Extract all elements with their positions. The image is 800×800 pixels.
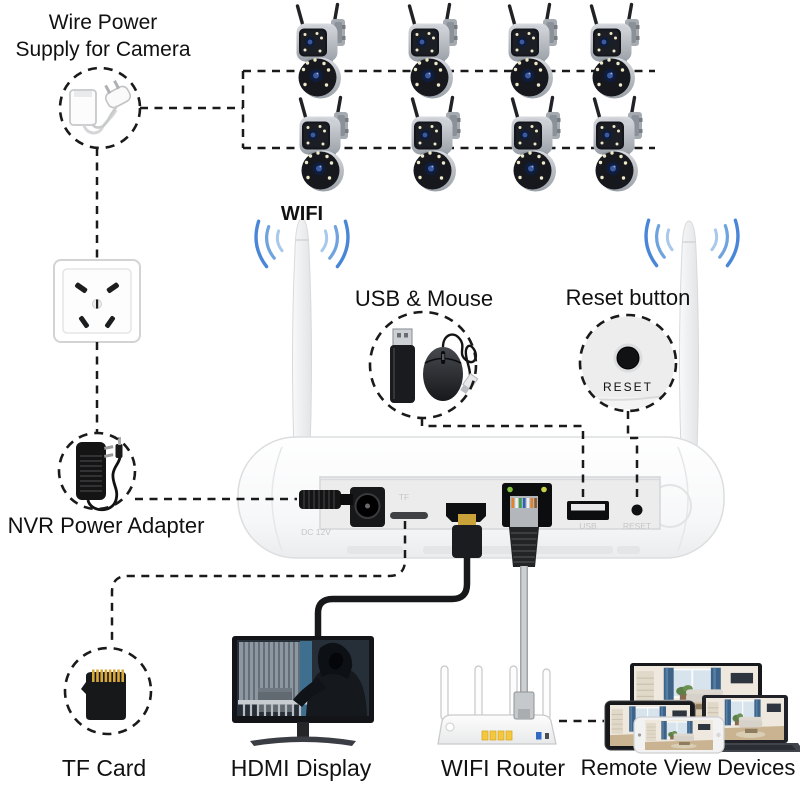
nvr-antenna-right [679, 220, 699, 453]
wire-power-callout-circle [58, 66, 142, 150]
nvr-power-adapter-label: NVR Power Adapter [8, 513, 205, 538]
lan-port [502, 483, 552, 527]
hdmi-display-label: HDMI Display [231, 755, 372, 781]
tf-card-slot [390, 512, 428, 519]
reset-hole [631, 504, 643, 516]
connector-reset-to-hole [626, 411, 639, 502]
security-camera [409, 95, 463, 194]
security-camera [588, 2, 642, 101]
security-camera [294, 2, 348, 101]
usb-stick [392, 328, 413, 347]
mouse-usb-connector [460, 372, 479, 394]
hdmi-monitor [232, 636, 374, 746]
dc-power-plug [299, 490, 353, 509]
security-camera [406, 2, 460, 101]
usb-and-mouse [390, 328, 479, 403]
nvr-power-callout-circle [57, 431, 137, 511]
usb-port [567, 501, 609, 520]
hdmi-cable [314, 556, 471, 640]
usb-port-label: USB [579, 521, 597, 531]
dc-port-label: DC 12V [301, 527, 331, 537]
reset-port-label: RESET [623, 521, 651, 531]
tf-port-label: TF [399, 492, 409, 502]
camera-group-connector [140, 69, 655, 150]
wifi-label: WIFI [281, 203, 323, 225]
connector-tf-slot-to-card [110, 521, 407, 646]
camera-array [294, 2, 645, 194]
ethernet-cable [509, 527, 539, 694]
wire-power-label-line1: Wire Power [49, 11, 158, 34]
tf-card-label: TF Card [62, 755, 146, 781]
security-camera [506, 2, 560, 101]
connector-usbmouse-to-port [420, 418, 585, 497]
nvr-power-adapter [76, 437, 123, 512]
remote-view-label: Remote View Devices [581, 755, 796, 780]
smartphone [633, 716, 725, 754]
nvr-antenna-left [292, 218, 312, 453]
reset-button-detail: RESET [581, 316, 675, 410]
reset-detail-label: RESET [603, 380, 653, 394]
wifi-router-label: WIFI Router [441, 755, 565, 781]
reset-callout-circle [578, 313, 678, 413]
wifi-router [437, 665, 557, 745]
usb-mouse-callout-circle [368, 310, 478, 420]
camera-power-splitter [69, 80, 132, 135]
remote-view-devices [604, 663, 800, 754]
router-antenna [474, 665, 483, 721]
nvr-unit: DC 12V TF USB RESET [237, 215, 743, 559]
security-camera [297, 95, 351, 194]
router-antenna [542, 668, 551, 721]
router-antenna [440, 665, 449, 721]
reset-button-label: Reset button [566, 285, 691, 310]
wire-power-label-line2: Supply for Camera [15, 38, 190, 61]
tf-card [81, 669, 126, 720]
router-body [437, 714, 557, 745]
hdmi-plug [452, 514, 482, 558]
security-camera [509, 95, 563, 194]
usb-mouse-label: USB & Mouse [355, 286, 493, 311]
wall-socket [53, 259, 141, 343]
security-camera [591, 95, 645, 194]
tf-card-callout-circle [63, 646, 153, 736]
router-wan-port [536, 732, 542, 740]
